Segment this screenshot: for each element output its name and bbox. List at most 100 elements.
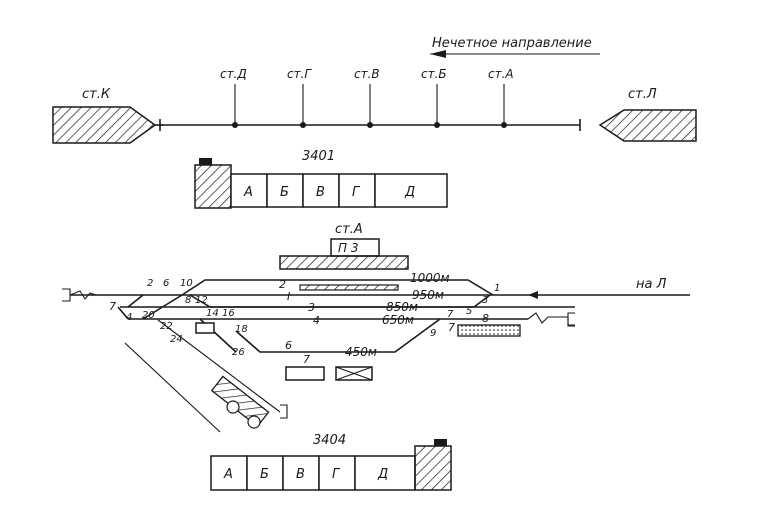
station-d: ст.Д xyxy=(220,67,247,128)
track-6 xyxy=(235,318,441,353)
switch-5: 5 xyxy=(466,306,472,317)
crane-wheel-2 xyxy=(247,415,261,429)
car-g-label: Г xyxy=(352,185,361,200)
car-v-bottom-label: В xyxy=(296,467,305,482)
crossover-left xyxy=(142,294,183,320)
direction-label: Нечетное направление xyxy=(432,36,592,51)
track-2 xyxy=(181,279,494,296)
length-850: 850м xyxy=(386,300,418,314)
car-g xyxy=(338,173,376,208)
locomotive-bottom-cab xyxy=(434,439,447,446)
train-3401: 3401 А Б В Г Д xyxy=(194,149,448,209)
car-v-label: В xyxy=(316,185,325,200)
switch-10: 10 xyxy=(180,278,193,289)
shed-2-cross xyxy=(335,366,373,381)
switch-18: 18 xyxy=(235,324,248,335)
station-platform-main xyxy=(279,255,409,270)
station-v-label: ст.В xyxy=(354,67,380,81)
switch-9: 9 xyxy=(430,328,436,339)
locomotive-bottom xyxy=(414,445,452,491)
track-label-7-right: 7 xyxy=(448,321,455,334)
right-buffer xyxy=(567,312,575,327)
train-3404-number: 3404 xyxy=(313,433,346,448)
track-label-7-bottom: 7 xyxy=(303,353,310,366)
station-b: ст.Б xyxy=(421,67,447,128)
car-b-bottom xyxy=(246,455,284,491)
car-b-bottom-label: Б xyxy=(260,467,269,482)
length-950: 950м xyxy=(412,288,444,302)
car-d xyxy=(374,173,448,208)
car-v xyxy=(302,173,340,208)
switch-4: 4 xyxy=(126,312,132,323)
track-label-8: 8 xyxy=(482,312,489,325)
siding-track xyxy=(157,319,281,413)
car-a-bottom-label: А xyxy=(223,467,233,482)
switch-1: 1 xyxy=(494,283,500,294)
switch-20: 20 xyxy=(142,310,155,321)
car-d-label: Д xyxy=(404,185,415,200)
main-track-arrow xyxy=(528,291,538,299)
switch-8: 8 xyxy=(185,295,191,306)
left-break xyxy=(69,290,97,300)
switch-7: 7 xyxy=(447,309,454,320)
left-buffer xyxy=(62,288,71,302)
car-b xyxy=(266,173,304,208)
track-label-4: 4 xyxy=(313,314,320,327)
station-d-label: ст.Д xyxy=(220,67,247,81)
length-450: 450м xyxy=(345,345,377,359)
length-650: 650м xyxy=(382,313,414,327)
station-g-label: ст.Г xyxy=(287,67,312,81)
switch-12: 12 xyxy=(195,295,208,306)
car-b-label: Б xyxy=(280,185,289,200)
station-a-title: ст.А xyxy=(335,222,363,237)
station-l-label: ст.Л xyxy=(628,87,657,102)
switch-14: 14 xyxy=(206,308,219,319)
station-a-layout: ст.А П 3 xyxy=(62,222,690,433)
station-k-hatch xyxy=(52,106,157,144)
siding-buffer xyxy=(280,404,288,419)
switch-6: 6 xyxy=(163,278,169,289)
station-k-label: ст.К xyxy=(82,87,111,102)
station-platform-narrow xyxy=(299,284,399,291)
to-l-label: на Л xyxy=(636,277,667,292)
car-d-bottom xyxy=(354,455,416,491)
car-a-label: А xyxy=(243,185,253,200)
station-v: ст.В xyxy=(354,67,380,128)
station-b-label: ст.Б xyxy=(421,67,447,81)
switch-22: 22 xyxy=(160,321,173,332)
track-label-7-left: 7 xyxy=(109,300,116,313)
track-label-6: 6 xyxy=(285,339,292,352)
track-label-3: 3 xyxy=(308,301,315,314)
crane-wheel-1 xyxy=(226,400,240,414)
dotted-platform xyxy=(457,324,521,337)
track-label-I: I xyxy=(287,290,290,303)
switch-3: 3 xyxy=(482,295,488,306)
building-label: П 3 xyxy=(338,241,358,255)
locomotive xyxy=(194,164,232,209)
station-a: ст.А xyxy=(488,67,514,128)
station-a-label: ст.А xyxy=(488,67,514,81)
length-1000: 1000м xyxy=(410,271,450,285)
switch-26: 26 xyxy=(232,347,245,358)
track-4-connector xyxy=(117,306,129,320)
siding-edge-left xyxy=(124,342,221,433)
switch-16: 16 xyxy=(222,308,235,319)
station-l-hatch xyxy=(598,109,697,142)
switch-24: 24 xyxy=(170,334,183,345)
track-label-2: 2 xyxy=(279,278,286,291)
shed-1 xyxy=(285,366,325,381)
car-d-bottom-label: Д xyxy=(377,467,388,482)
station-g: ст.Г xyxy=(287,67,312,128)
crane-hatch xyxy=(210,375,270,428)
train-3401-number: 3401 xyxy=(302,149,335,164)
car-g-bottom-label: Г xyxy=(332,467,341,482)
signal-box xyxy=(195,322,215,334)
direction-arrowhead xyxy=(430,50,446,58)
locomotive-cab xyxy=(199,158,212,165)
switch-2: 2 xyxy=(147,278,153,289)
track-3 xyxy=(189,294,491,308)
mainline-scheme: ст.К ст.Л ст.Д ст.Г ст.В ст.Б xyxy=(52,67,697,144)
track-4-lead xyxy=(120,294,575,308)
direction-indicator: Нечетное направление xyxy=(430,36,600,58)
